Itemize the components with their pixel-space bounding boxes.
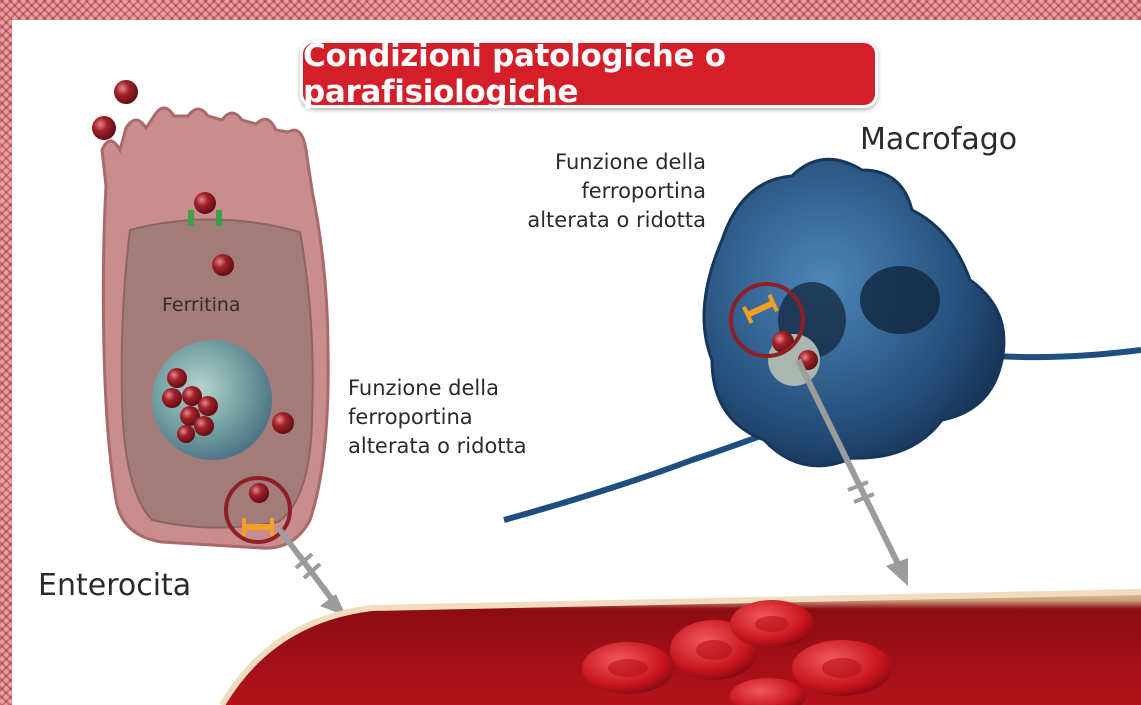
iron-particle <box>249 483 269 503</box>
ferritin-label: Ferritina <box>162 294 241 316</box>
iron-particle <box>92 116 116 140</box>
iron-particle <box>272 412 294 434</box>
page-title: Condizioni patologiche o parafisiologich… <box>300 40 878 108</box>
note-line: alterata o ridotta <box>518 206 706 235</box>
blood-vessel <box>222 592 1141 705</box>
iron-particle <box>114 80 138 104</box>
macrophage-label: Macrofago <box>860 122 1017 157</box>
ferroportin-note-macrophage: Funzione della ferroportina alterata o r… <box>518 148 706 235</box>
note-line: Funzione della <box>518 148 706 177</box>
note-line: Funzione della <box>348 374 527 403</box>
diagram-canvas: Condizioni patologiche o parafisiologich… <box>12 20 1141 705</box>
note-line: ferroportina <box>348 403 527 432</box>
note-line: ferroportina <box>518 177 706 206</box>
note-line: alterata o ridotta <box>348 432 527 461</box>
iron-particle <box>194 192 216 214</box>
ferroportin-note-enterocyte: Funzione della ferroportina alterata o r… <box>348 374 527 461</box>
iron-particle <box>212 254 234 276</box>
blocked-export-arrow <box>280 530 346 616</box>
enterocyte-label: Enterocita <box>38 568 191 603</box>
